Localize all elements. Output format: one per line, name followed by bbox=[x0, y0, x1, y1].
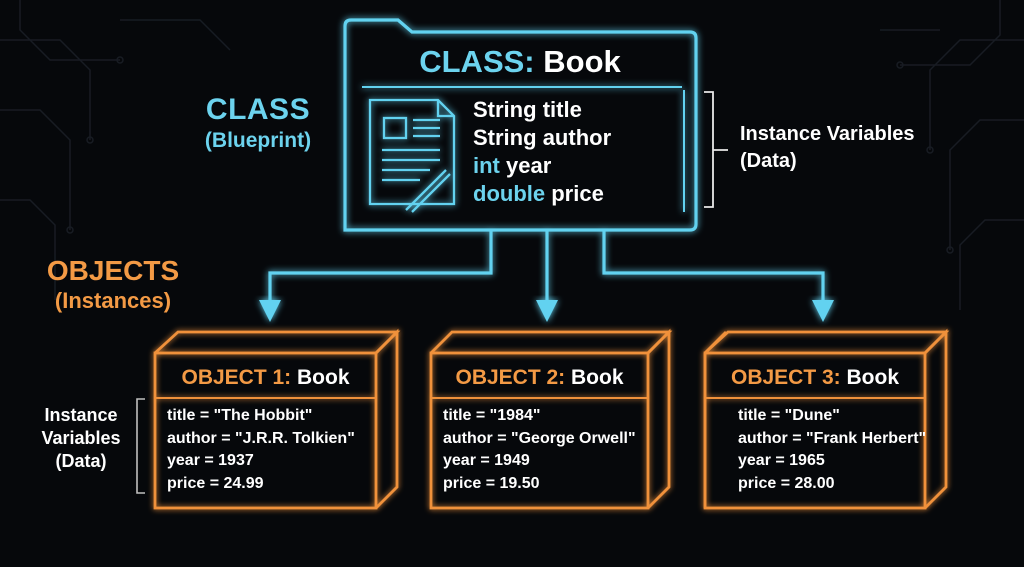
class-title-keyword: CLASS: bbox=[419, 44, 535, 79]
object-value-line: title = "Dune" bbox=[738, 407, 840, 424]
class-box-frame bbox=[343, 18, 698, 232]
object-value-line: year = 1937 bbox=[167, 452, 254, 469]
object-title-keyword: OBJECT 1: bbox=[181, 366, 292, 389]
field-name: price bbox=[551, 181, 604, 206]
objects-sublabel: (Instances) bbox=[54, 288, 172, 313]
object-title-keyword: OBJECT 2: bbox=[455, 366, 566, 389]
field-name: author bbox=[542, 125, 612, 150]
document-icon bbox=[368, 98, 456, 213]
object-title-name: Book bbox=[846, 366, 900, 389]
object-value-line: year = 1949 bbox=[443, 452, 530, 469]
object-title-keyword: OBJECT 3: bbox=[730, 366, 841, 389]
objects-label-group: OBJECTS (Instances) bbox=[28, 255, 198, 314]
field-type: String bbox=[473, 97, 537, 122]
field-name: year bbox=[506, 153, 552, 178]
object-2-title: OBJECT 2: Book bbox=[431, 366, 648, 390]
object-value-line: author = "George Orwell" bbox=[443, 429, 636, 447]
object-value-line: author = "Frank Herbert" bbox=[738, 429, 927, 447]
class-field: double price bbox=[473, 180, 611, 208]
bracket-left bbox=[136, 398, 145, 494]
field-type: String bbox=[473, 125, 537, 150]
class-title-name: Book bbox=[543, 44, 621, 79]
class-field: int year bbox=[473, 152, 611, 180]
object-title-name: Book bbox=[571, 366, 624, 389]
instance-variables-left-label: Instance Variables (Data) bbox=[26, 404, 136, 473]
class-label-group: CLASS (Blueprint) bbox=[188, 93, 328, 153]
class-label: CLASS bbox=[205, 93, 311, 126]
object-3-frame bbox=[703, 328, 950, 510]
class-field: String title bbox=[473, 96, 611, 124]
iv-right-line-1: Instance Variables bbox=[740, 123, 915, 145]
object-1-frame bbox=[153, 328, 401, 510]
field-type: double bbox=[473, 181, 546, 206]
field-name: title bbox=[542, 97, 582, 122]
objects-label: OBJECTS bbox=[46, 255, 180, 286]
object-value-line: price = 24.99 bbox=[167, 474, 264, 492]
object-value-line: price = 28.00 bbox=[738, 474, 835, 492]
iv-left-line-3: (Data) bbox=[55, 451, 107, 471]
object-title-name: Book bbox=[297, 366, 350, 389]
object-3-title: OBJECT 3: Book bbox=[705, 366, 925, 390]
class-sublabel: (Blueprint) bbox=[204, 129, 312, 152]
object-1-values: title = "The Hobbit" author = "J.R.R. To… bbox=[167, 405, 355, 495]
class-box-title: CLASS: Book bbox=[345, 44, 695, 80]
object-3-values: title = "Dune" author = "Frank Herbert" … bbox=[738, 405, 926, 495]
object-value-line: price = 19.50 bbox=[443, 474, 540, 492]
field-type: int bbox=[473, 153, 500, 178]
instance-variables-right-label: Instance Variables (Data) bbox=[740, 121, 915, 175]
object-value-line: title = "1984" bbox=[443, 407, 541, 424]
arrowheads bbox=[259, 300, 834, 322]
class-field: String author bbox=[473, 124, 611, 152]
object-1-title: OBJECT 1: Book bbox=[155, 366, 376, 390]
object-value-line: year = 1965 bbox=[738, 452, 825, 469]
circuit-background bbox=[0, 0, 1024, 310]
bracket-right bbox=[704, 91, 728, 208]
object-2-values: title = "1984" author = "George Orwell" … bbox=[443, 405, 636, 495]
object-value-line: author = "J.R.R. Tolkien" bbox=[167, 429, 355, 447]
iv-left-line-1: Instance bbox=[44, 405, 118, 425]
iv-right-line-2: (Data) bbox=[740, 150, 797, 172]
connector-arrows bbox=[268, 231, 825, 305]
iv-left-line-2: Variables bbox=[41, 428, 121, 448]
object-value-line: title = "The Hobbit" bbox=[167, 407, 313, 424]
object-2-frame bbox=[429, 328, 673, 510]
class-fields-list: String title String author int year doub… bbox=[473, 96, 611, 208]
